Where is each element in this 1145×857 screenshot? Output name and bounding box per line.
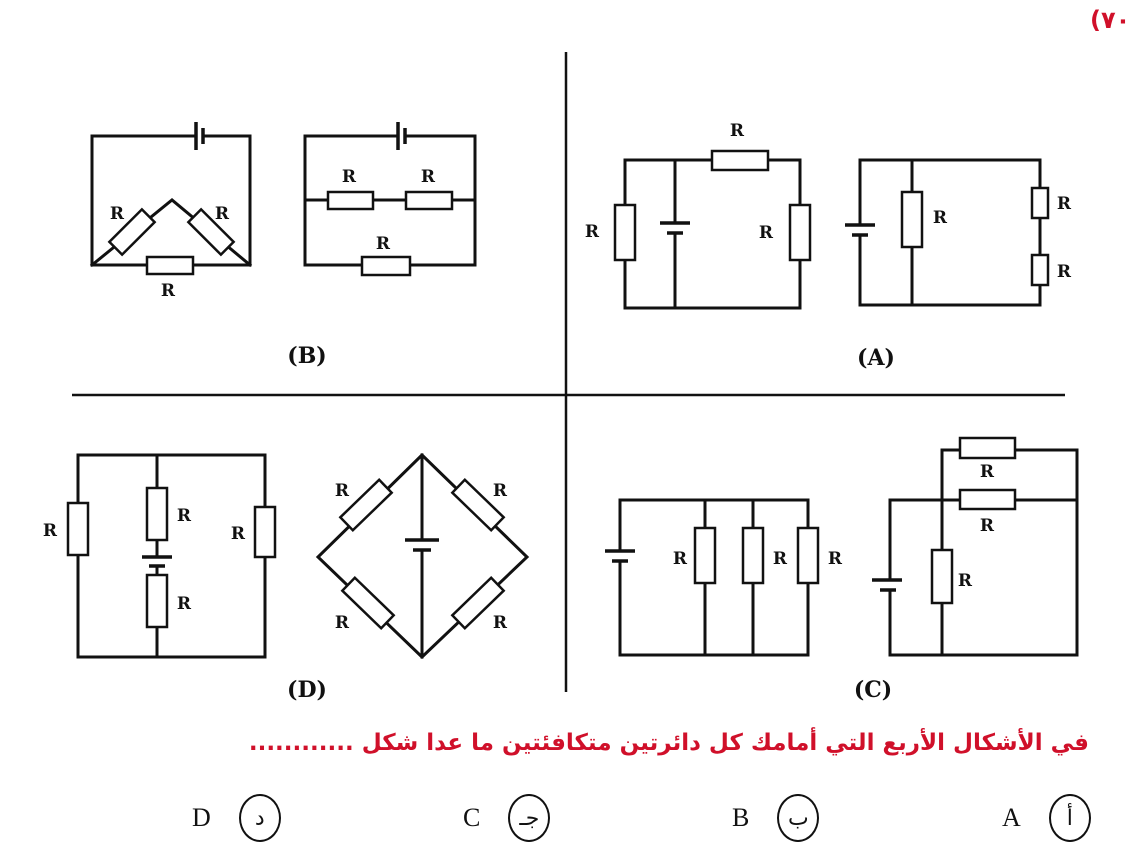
resistor-label: R <box>43 521 58 541</box>
resistor-label: R <box>335 481 350 501</box>
resistor-label: R <box>110 204 125 224</box>
resistor <box>788 203 812 262</box>
resistor-label: R <box>585 222 600 242</box>
circuit-b1: R R R <box>89 122 253 301</box>
circuit-b2: R R R <box>303 122 477 277</box>
panel-label-d: (D) <box>287 677 327 703</box>
resistor <box>900 190 924 249</box>
resistor <box>1030 186 1050 220</box>
option-value: B <box>732 803 750 832</box>
panel-label-c: (C) <box>854 677 892 703</box>
panel-label-b: (B) <box>287 343 326 369</box>
option-letter-circle[interactable]: أ <box>1048 794 1091 842</box>
resistor-label: R <box>376 234 391 254</box>
resistor-label: R <box>177 594 192 614</box>
resistor-label: R <box>828 549 843 569</box>
circuit-d1: R R R R <box>43 453 277 659</box>
circuit-d2: R R R R <box>315 452 530 660</box>
option-letter-circle[interactable]: د <box>238 794 281 842</box>
question-number: (٧٠ <box>1090 6 1131 34</box>
question-text: في الأشكال الأربع التي أمامك كل دائرتين … <box>248 730 1089 756</box>
resistor <box>145 573 169 629</box>
resistor-label: R <box>759 223 774 243</box>
option-c[interactable]: C جـ <box>463 794 551 842</box>
resistor <box>326 190 375 211</box>
resistor <box>340 576 396 630</box>
resistor-label: R <box>958 571 973 591</box>
resistor-label: R <box>231 524 246 544</box>
resistor <box>450 576 506 630</box>
resistor-label: R <box>493 481 508 501</box>
option-a[interactable]: A أ <box>1002 794 1091 842</box>
resistor <box>796 526 820 585</box>
resistor <box>1030 253 1050 287</box>
option-d[interactable]: D د <box>192 794 281 842</box>
resistor <box>66 501 90 557</box>
resistor <box>360 255 412 277</box>
option-letter-circle[interactable]: جـ <box>508 794 551 842</box>
resistor <box>958 488 1017 511</box>
resistor <box>404 190 454 211</box>
resistor-label: R <box>342 167 357 187</box>
resistor-label: R <box>980 516 995 536</box>
resistor-label: R <box>673 549 688 569</box>
resistor <box>450 478 506 532</box>
option-value: A <box>1002 803 1021 832</box>
resistor <box>338 478 394 532</box>
resistor <box>145 255 195 276</box>
resistor-label: R <box>161 281 176 301</box>
resistor-label: R <box>493 613 508 633</box>
circuit-a1: R R R <box>585 121 812 310</box>
resistor <box>958 436 1017 460</box>
circuit-c2: R R R <box>872 436 1079 657</box>
resistor <box>253 505 277 559</box>
resistor <box>930 548 954 605</box>
option-b[interactable]: B ب <box>732 794 820 842</box>
resistor-label: R <box>730 121 745 141</box>
resistor <box>107 207 157 257</box>
resistor-label: R <box>773 549 788 569</box>
resistor-label: R <box>421 167 436 187</box>
panel-label-a: (A) <box>857 345 895 371</box>
circuit-c1: R R R <box>605 498 843 657</box>
resistor-label: R <box>980 462 995 482</box>
circuit-a2: R R R <box>845 158 1072 307</box>
resistor <box>693 526 717 585</box>
resistor <box>613 203 637 262</box>
resistor-label: R <box>1057 262 1072 282</box>
resistor-label: R <box>177 506 192 526</box>
resistor-label: R <box>335 613 350 633</box>
resistor <box>186 207 236 257</box>
resistor-label: R <box>933 208 948 228</box>
resistor-label: R <box>215 204 230 224</box>
resistor <box>145 486 169 542</box>
resistor-label: R <box>1057 194 1072 214</box>
resistor <box>710 149 770 172</box>
option-value: D <box>192 803 211 832</box>
resistor <box>741 526 765 585</box>
option-letter-circle[interactable]: ب <box>777 794 820 842</box>
option-value: C <box>463 803 481 832</box>
